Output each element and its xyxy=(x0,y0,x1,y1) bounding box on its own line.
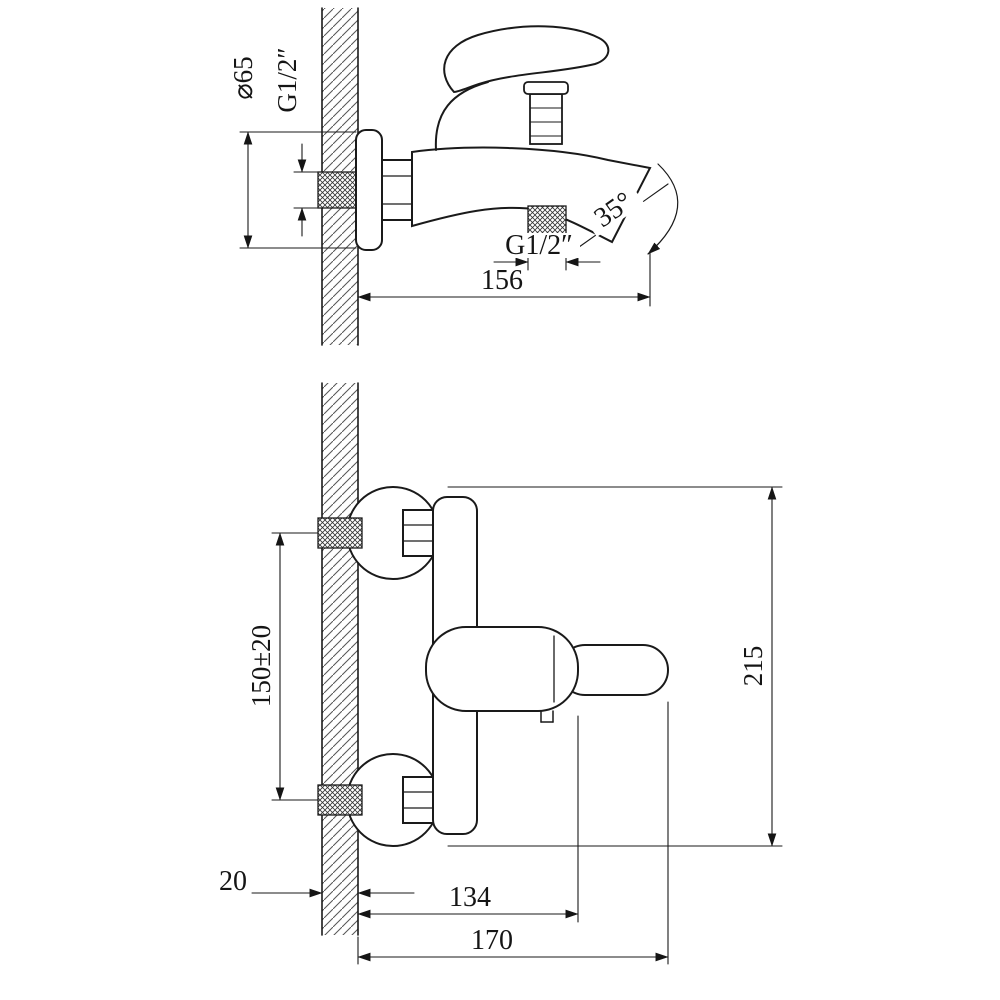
dim-wall-thread: G1/2″ xyxy=(272,47,325,237)
dim-label-overall-depth: 170 xyxy=(471,925,513,956)
dim-label-mount-spacing: 150±20 xyxy=(246,625,276,707)
dim-spout-thread: G1/2″ xyxy=(493,230,601,271)
front-view: 150±20 215 20 134 170 xyxy=(219,382,783,965)
angle-arc-arrow xyxy=(647,163,679,255)
dim-label-wall-thickness: 20 xyxy=(219,866,247,897)
dim-wall-thickness: 20 xyxy=(219,866,415,898)
bottom-mount-thread-icon xyxy=(317,784,363,816)
cartridge-dome xyxy=(434,81,489,151)
dim-label-flange-diameter: ⌀65 xyxy=(228,56,258,99)
dim-label-body-depth: 134 xyxy=(449,882,491,913)
escutcheon-side xyxy=(355,129,383,251)
dim-mount-spacing: 150±20 xyxy=(246,532,319,801)
top-union-nut xyxy=(402,509,436,557)
wall-section-front xyxy=(321,382,359,936)
dim-label-spout-thread: G1/2″ xyxy=(505,230,573,261)
spout-stub-front xyxy=(540,710,554,723)
bottom-union-nut xyxy=(402,776,436,824)
union-nut-side xyxy=(381,159,413,221)
dim-label-depth: 156 xyxy=(481,265,523,296)
spout-thread-icon xyxy=(527,205,567,235)
dim-label-wall-thread: G1/2″ xyxy=(272,47,302,112)
dim-overall-depth: 170 xyxy=(357,701,669,965)
side-view: ⌀65 G1/2″ G1/2″ 35° 156 xyxy=(228,7,679,346)
dim-depth-156: 156 xyxy=(357,251,651,307)
top-mount-thread-icon xyxy=(317,517,363,549)
diverter-knob xyxy=(523,81,569,145)
dim-body-depth: 134 xyxy=(357,715,579,923)
dim-label-overall-height: 215 xyxy=(738,646,768,687)
dim-overall-height: 215 xyxy=(447,486,783,847)
dim-flange-diameter: ⌀65 xyxy=(228,56,357,249)
lever-handle-side xyxy=(443,25,610,94)
faucet-body-front xyxy=(425,626,579,712)
